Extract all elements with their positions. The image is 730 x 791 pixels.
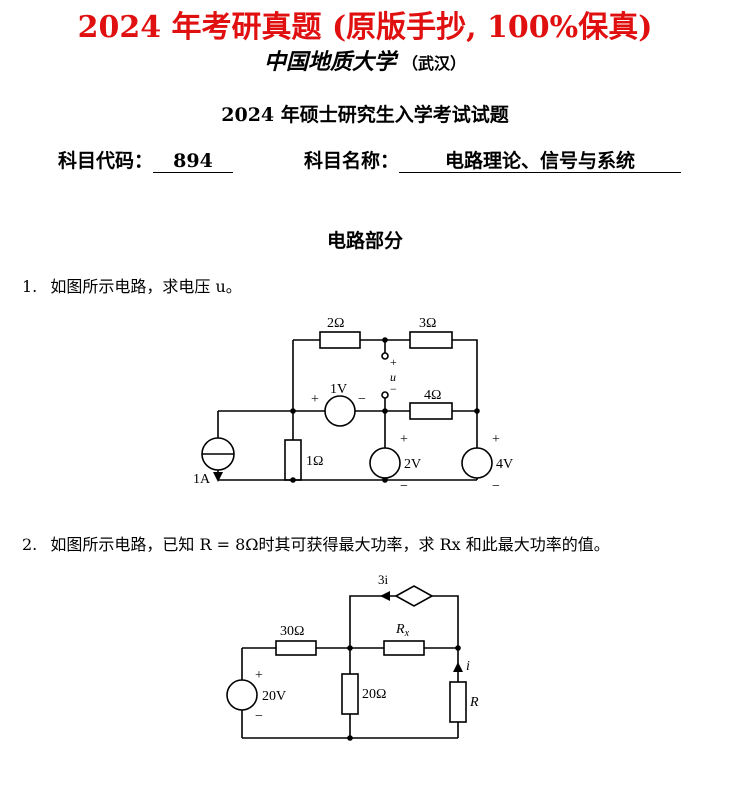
q1-junction	[290, 477, 296, 483]
q2-label-20v: 20V	[262, 689, 286, 704]
q1-junction	[382, 477, 388, 483]
q2-text: 如图所示电路，已知 R = 8Ω时其可获得最大功率，求 Rx 和此最大功率的值。	[50, 535, 610, 554]
q2-resistor-r	[449, 681, 467, 723]
q1-label-2ohm: 2Ω	[327, 316, 344, 331]
q2-dep-arrow-icon	[380, 591, 390, 601]
q1-label-4ohm: 4Ω	[424, 388, 441, 403]
question-1: 1. 如图所示电路，求电压 u。	[22, 273, 242, 297]
q2-label-20ohm: 20Ω	[362, 687, 386, 702]
q2-label-3i: 3i	[378, 572, 389, 587]
q2-source-20v	[226, 679, 258, 711]
q1-label-2v-minus: −	[400, 479, 408, 494]
q1-source-1v	[324, 395, 356, 427]
subject-code-row: 科目代码：894	[58, 146, 234, 173]
q1-junction	[382, 408, 388, 414]
q2-junction	[347, 645, 353, 651]
q2-resistor-30ohm	[275, 640, 317, 656]
q1-label-u-minus: −	[390, 382, 397, 396]
subject-code-value: 894	[153, 150, 234, 173]
q2-current-arrow-icon	[453, 662, 463, 672]
q2-label-20v-plus: +	[255, 668, 263, 683]
q1-text: 如图所示电路，求电压 u。	[50, 277, 242, 296]
q1-label-1v: 1V	[330, 382, 347, 397]
q2-label-r: R	[469, 695, 479, 710]
q1-label-2v: 2V	[404, 457, 421, 472]
question-2: 2. 如图所示电路，已知 R = 8Ω时其可获得最大功率，求 Rx 和此最大功率…	[22, 531, 610, 555]
q2-junction	[347, 735, 353, 741]
q1-junction	[474, 408, 480, 414]
section-title: 电路部分	[326, 230, 403, 252]
q1-label-1v-plus: +	[311, 392, 319, 407]
q2-junction	[455, 645, 461, 651]
q1-label-3ohm: 3Ω	[419, 316, 436, 331]
q1-label-4v-plus: +	[492, 432, 500, 447]
q2-label-30ohm: 30Ω	[280, 624, 304, 639]
q1-label-1a: 1A	[193, 472, 211, 487]
subject-code-label: 科目代码：	[58, 150, 154, 172]
q1-label-4v: 4V	[496, 457, 513, 472]
q2-label-20v-minus: −	[255, 709, 263, 724]
q1-number: 1.	[22, 277, 38, 296]
q1-source-4v	[461, 447, 493, 479]
school-name: 中国地质大学	[263, 49, 396, 75]
school-city: （武汉）	[402, 54, 467, 73]
q1-junction	[290, 408, 296, 414]
q1-resistor-2ohm	[319, 331, 361, 349]
q1-label-u-plus: +	[390, 355, 397, 369]
q1-label-4v-minus: −	[492, 479, 500, 494]
q1-label-1v-minus: −	[358, 392, 366, 407]
q2-number: 2.	[22, 535, 38, 554]
subject-name-row: 科目名称：电路理论、信号与系统	[304, 146, 682, 173]
q1-junction	[382, 337, 388, 343]
q2-resistor-rx	[383, 640, 425, 656]
q1-resistor-4ohm	[409, 402, 453, 420]
q2-label-rx: Rx	[395, 622, 410, 639]
q1-label-2v-plus: +	[400, 432, 408, 447]
q1-current-arrow-icon	[213, 472, 223, 482]
subject-name-value: 电路理论、信号与系统	[399, 150, 682, 173]
subject-name-label: 科目名称：	[304, 150, 400, 172]
q1-resistor-3ohm	[409, 331, 453, 349]
q2-resistor-20ohm	[341, 673, 359, 715]
banner-title: 2024 年考研真题 (原版手抄, 100%保真)	[77, 10, 653, 45]
q1-label-1ohm: 1Ω	[306, 454, 323, 469]
q2-dependent-source	[394, 585, 434, 607]
school-line: 中国地质大学 （武汉）	[0, 44, 730, 76]
exam-title: 2024 年硕士研究生入学考试试题	[221, 104, 509, 126]
q2-label-i: i	[466, 659, 470, 674]
q1-label-u: u	[390, 370, 396, 384]
q1-terminal-u-top	[381, 352, 389, 360]
